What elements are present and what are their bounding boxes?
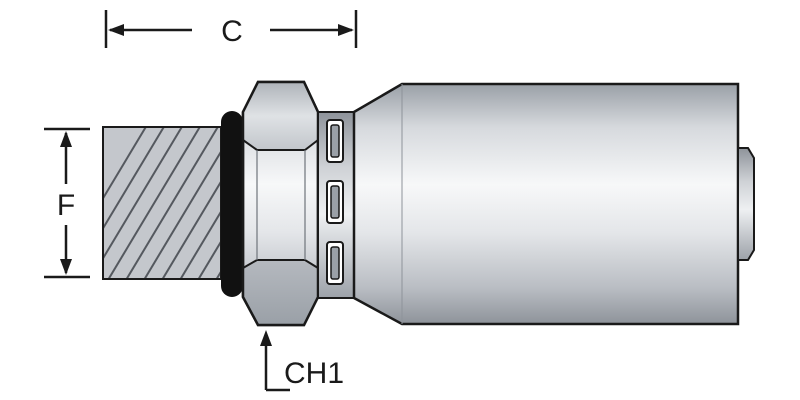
arrow-up-icon [60, 131, 72, 147]
arrow-left-icon [108, 24, 124, 36]
end-cap [737, 147, 755, 261]
arrow-right-icon [338, 24, 354, 36]
o-ring [221, 111, 243, 297]
dimension-ch1-label: CH1 [284, 357, 344, 390]
ferrule-body [352, 82, 740, 326]
dimension-f: F [44, 127, 90, 279]
dimension-f-label: F [57, 189, 75, 222]
dimension-ch1: CH1 [260, 330, 344, 392]
dimension-c: C [104, 10, 358, 48]
dimension-c-label: C [221, 15, 243, 48]
thread-section [102, 126, 222, 280]
arrow-up-icon [260, 330, 272, 346]
hex-nut [241, 80, 320, 327]
arrow-down-icon [60, 259, 72, 275]
collar [317, 111, 355, 299]
